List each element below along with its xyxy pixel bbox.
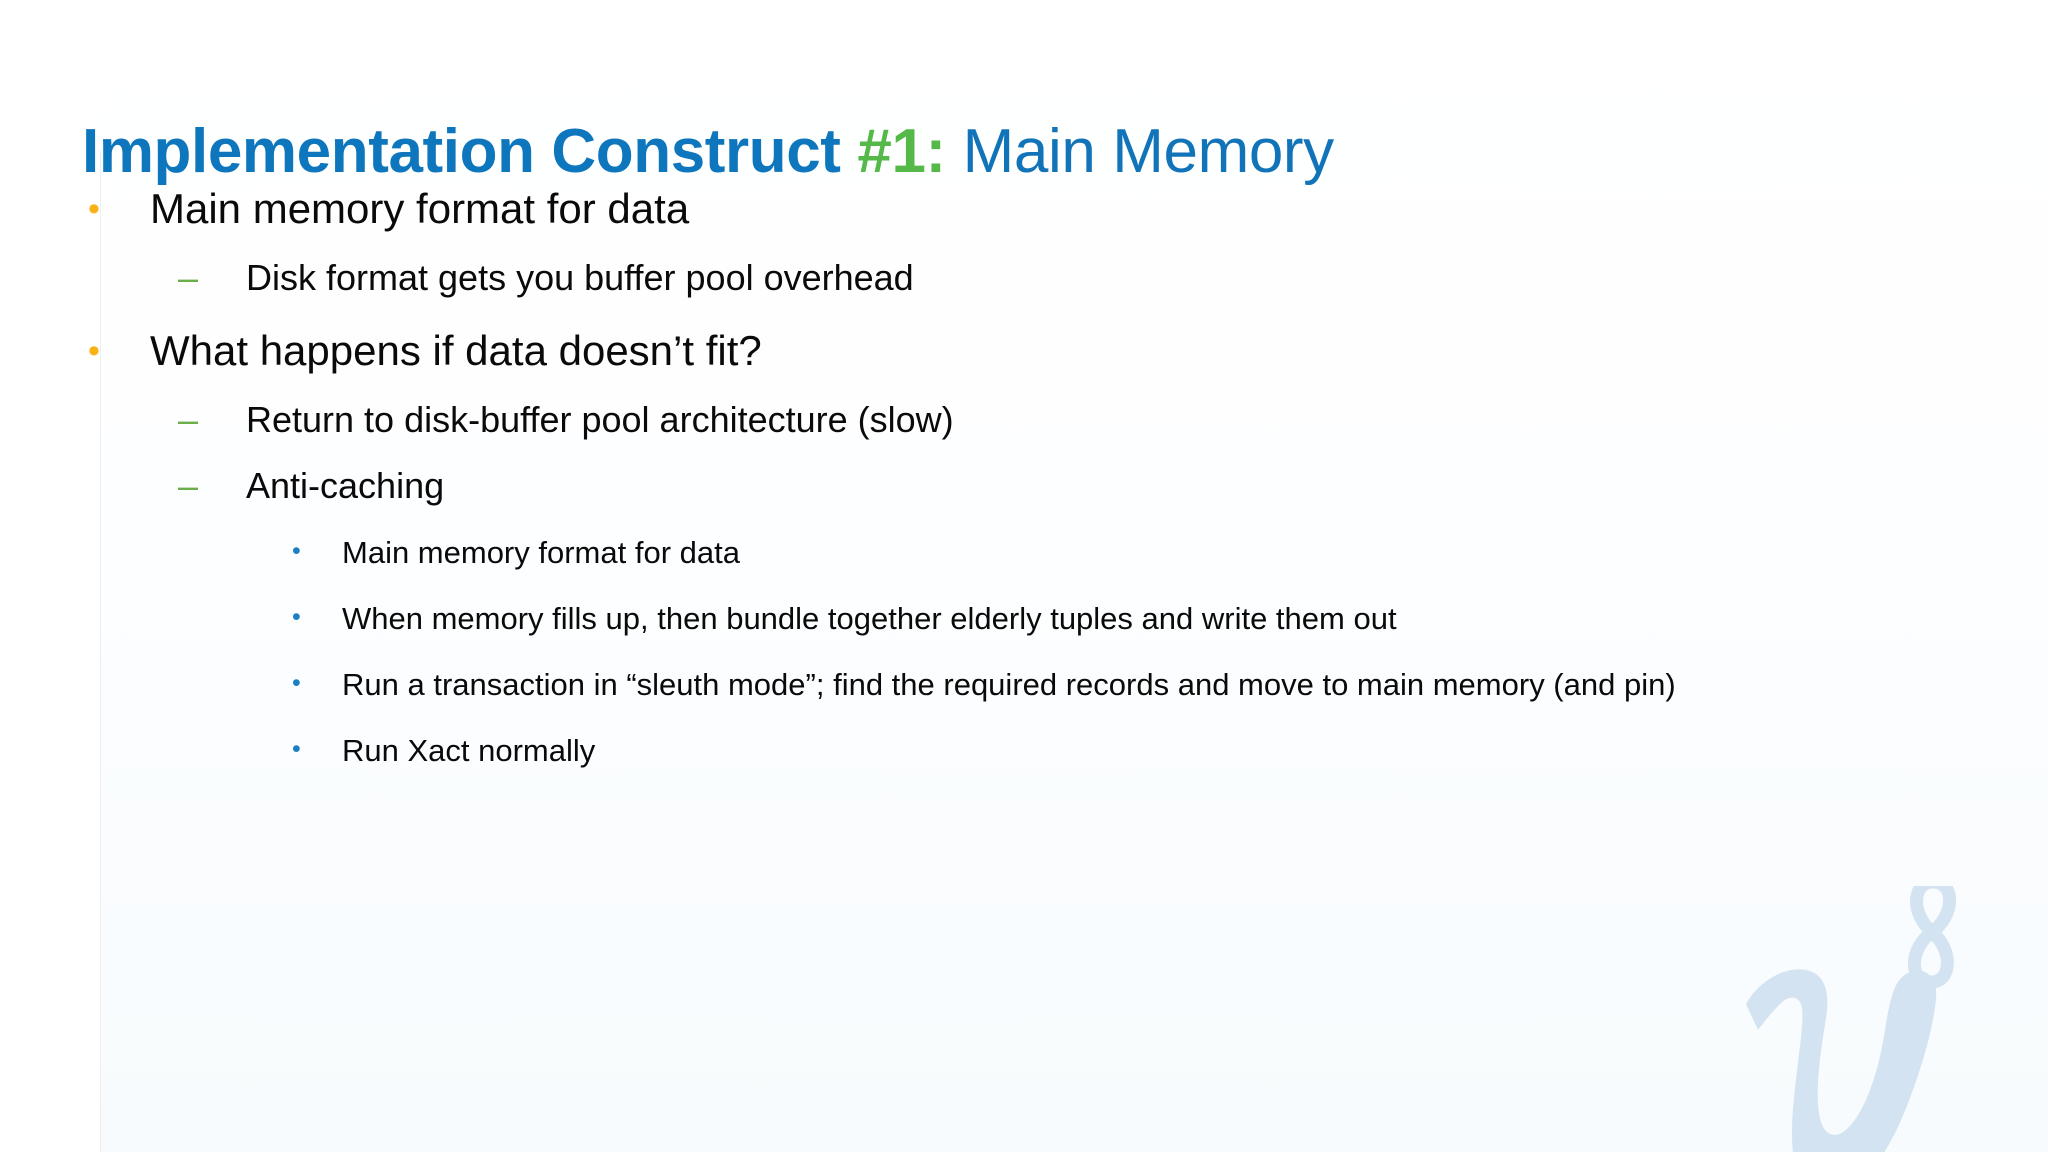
bullet-text: Main memory format for data <box>342 535 740 570</box>
bullet-glyph-level-3-icon: • <box>292 735 301 763</box>
bullet-text: When memory fills up, then bundle togeth… <box>342 601 1397 636</box>
bullet-text: What happens if data doesn’t fit? <box>150 327 762 374</box>
bullet-row-level-1: • Main memory format for data <box>0 182 2048 236</box>
slide-title: Implementation Construct #1: Main Memory <box>82 114 1962 190</box>
slide-body-bullet-list: • Main memory format for data – Disk format… <box>0 160 2048 774</box>
bullet-glyph-level-3-icon: • <box>292 669 301 697</box>
bullet-glyph-level-3-icon: • <box>292 537 301 565</box>
bullet-row-level-2: – Anti-caching <box>0 462 2048 510</box>
bullet-glyph-level-1-icon: • <box>88 332 100 370</box>
bullet-glyph-level-2-icon: – <box>178 465 199 506</box>
bullet-row-level-2: – Disk format gets you buffer pool overhe… <box>0 254 2048 302</box>
bullet-glyph-level-1-icon: • <box>88 190 100 228</box>
bullet-row-level-1: • What happens if data doesn’t fit? <box>0 324 2048 378</box>
bullet-row-level-3: • Run Xact normally <box>0 728 2048 774</box>
bullet-glyph-level-3-icon: • <box>292 603 301 631</box>
bullet-text: Anti-caching <box>246 465 445 506</box>
bullet-text: Return to disk-buffer pool architecture … <box>246 399 954 440</box>
title-subject-text: Main Memory <box>962 116 1335 186</box>
bullet-row-level-3: • When memory fills up, then bundle toget… <box>0 596 2048 642</box>
title-accent-number: #1: <box>857 116 946 186</box>
bullet-text: Disk format gets you buffer pool overhea… <box>246 257 914 298</box>
bullet-text: Run a transaction in “sleuth mode”; find… <box>342 667 1676 702</box>
title-main-text: Implementation Construct <box>82 116 841 186</box>
v-infinity-logo-icon <box>1680 886 2040 1152</box>
bullet-text: Main memory format for data <box>150 185 690 232</box>
bullet-row-level-3: • Main memory format for data <box>0 530 2048 576</box>
bullet-row-level-2: – Return to disk-buffer pool architecture… <box>0 396 2048 444</box>
bullet-text: Run Xact normally <box>342 733 596 768</box>
bullet-glyph-level-2-icon: – <box>178 399 199 440</box>
bullet-row-level-3: • Run a transaction in “sleuth mode”; fin… <box>0 662 2048 708</box>
bullet-glyph-level-2-icon: – <box>178 257 199 298</box>
